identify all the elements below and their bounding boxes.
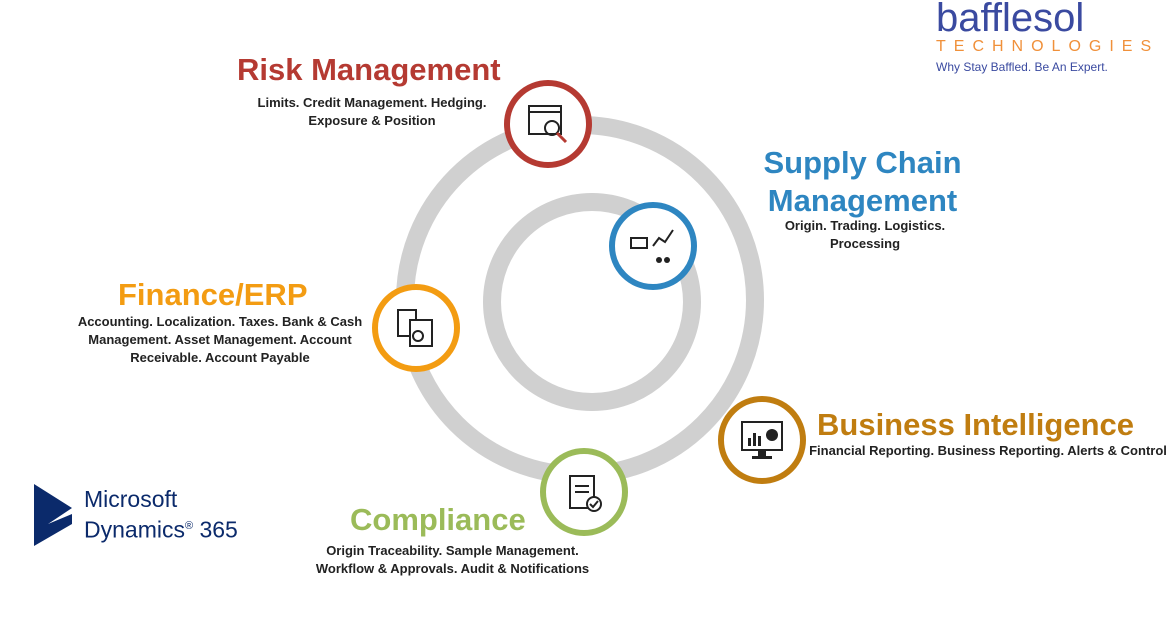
inner-ring	[483, 193, 701, 411]
finance-title: Finance/ERP	[118, 277, 308, 312]
monitor-chart-icon	[741, 421, 783, 459]
compliance-title: Compliance	[350, 502, 526, 537]
compliance-desc: Origin Traceability. Sample Management.W…	[315, 543, 590, 576]
ms-dynamics-logo: Microsoft Dynamics® 365	[34, 484, 238, 551]
ms-reg: ®	[184, 520, 194, 532]
scm-desc: Origin. Trading. Logistics. Processing	[784, 218, 946, 251]
bi-node[interactable]	[718, 396, 806, 484]
outer-ring	[396, 116, 764, 484]
brand-sub: TECHNOLOGIES	[936, 38, 1160, 55]
scm-node[interactable]	[609, 202, 697, 290]
bafflesol-logo: bafflesol TECHNOLOGIES Why Stay Baffled.…	[936, 0, 1160, 74]
settings-search-icon	[528, 105, 568, 144]
finance-node[interactable]	[372, 284, 460, 372]
ms-line1: Microsoft	[84, 486, 178, 512]
risk-desc: Limits. Credit Management. Hedging.Expos…	[257, 95, 487, 128]
bi-desc: Financial Reporting. Business Reporting.…	[809, 443, 1167, 458]
bi-title: Business Intelligence	[817, 407, 1134, 442]
finance-desc: Accounting. Localization. Taxes. Bank & …	[77, 314, 363, 365]
risk-node[interactable]	[504, 80, 592, 168]
brand-name: bafflesol	[936, 0, 1085, 40]
ms-line2: Dynamics	[84, 516, 185, 543]
clipboard-check-icon	[569, 475, 602, 512]
compliance-node[interactable]	[540, 448, 628, 536]
risk-title: Risk Management	[237, 52, 501, 87]
brand-tagline: Why Stay Baffled. Be An Expert.	[936, 60, 1108, 74]
logistics-icon	[630, 229, 674, 263]
ms-version: 365	[199, 516, 238, 543]
dynamics-icon	[34, 484, 72, 546]
calculator-invoice-icon	[397, 309, 433, 347]
